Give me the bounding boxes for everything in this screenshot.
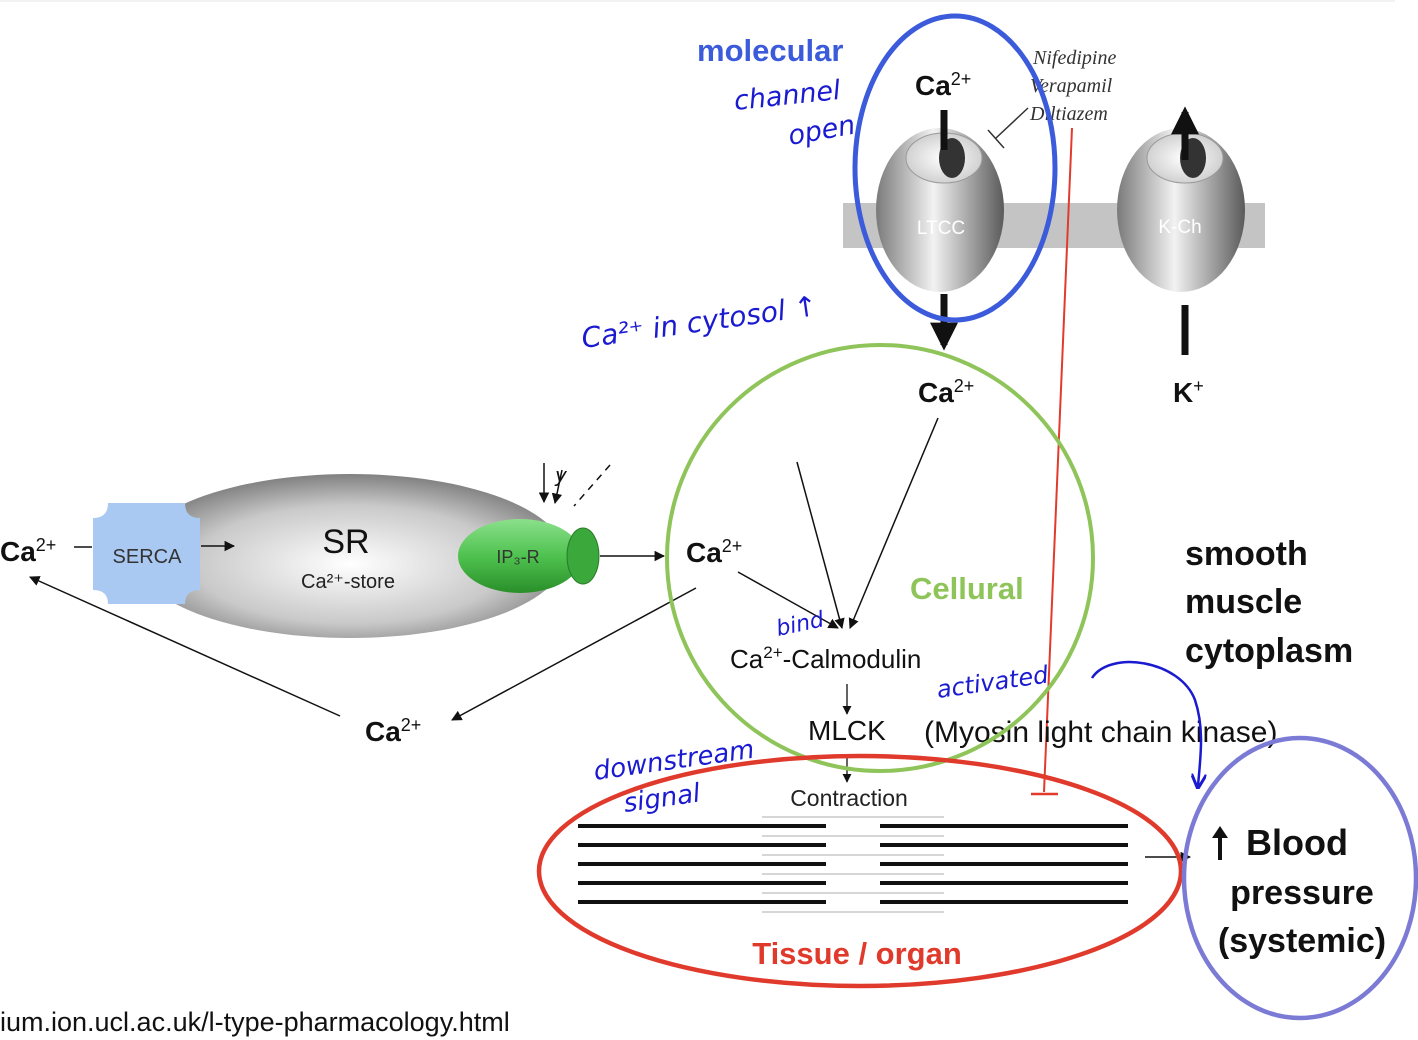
ca-left: Ca2+ [0,535,56,567]
systemic-line2: pressure [1230,874,1374,912]
ca-cytosolic: Ca2+ [918,376,974,408]
molecular-label: molecular [697,33,843,68]
myofilaments [578,816,1128,913]
ca-extracellular: Ca2+ [915,69,971,101]
kch-label: K-Ch [1158,217,1201,238]
drug-diltiazem: Diltiazem [1029,103,1108,125]
sr-store-label: Ca²⁺-store [301,571,395,593]
ca-release: Ca2+ [686,536,742,568]
tissue-label: Tissue / organ [752,936,962,971]
cellular-circle [665,343,1095,773]
ltcc-channel: LTCC [876,128,1004,292]
drug-verapamil: Verapamil [1030,75,1113,97]
k-ion: K+ [1173,376,1204,408]
ip3r-label: IP₃-R [496,547,539,567]
ip3-receptor: IP₃-R [458,519,600,593]
ink-open: open [786,110,858,152]
bp-up-arrow-icon [1212,826,1228,860]
reuptake-arrow-2 [29,576,341,717]
ip3-ink-mark: y [554,463,568,487]
systemic-line1: Blood [1246,822,1348,863]
ink-signal: signal [622,778,703,819]
mlck: MLCK [808,715,886,746]
smooth-line1: smooth [1185,535,1308,573]
serca-pump [93,503,200,604]
molecular-circle [852,13,1058,323]
ink-channel: channel [732,75,842,117]
reuptake-arrow-1 [451,587,697,721]
contraction-label: Contraction [790,785,908,811]
systemic-line3: (systemic) [1218,922,1386,960]
drug-inhibition-line [987,107,1029,149]
smooth-line3: cytoplasm [1185,632,1353,670]
serca-label: SERCA [113,546,183,568]
ca-calmodulin: Ca2+-Calmodulin [730,643,921,674]
mlck-full: (Myosin light chain kinase) [924,716,1277,749]
cellular-label: Cellural [910,571,1024,606]
k-channel: K-Ch [1117,128,1245,292]
sarcoplasmic-reticulum: SR Ca²⁺-store [135,474,565,638]
inhibitor-line [1043,127,1073,793]
ink-arrow-to-bp [1090,660,1201,786]
tissue-circle [536,753,1184,989]
smooth-line2: muscle [1185,583,1302,621]
ink-activated: activated [935,660,1051,703]
systemic-circle [1181,735,1418,1021]
ltcc-label: LTCC [917,218,965,239]
ink-ca-cytosol: Ca²⁺ in cytosol ↑ [579,289,819,355]
drug-nifedipine: Nifedipine [1032,47,1116,69]
ink-bind: bind [774,607,827,642]
source-url: ium.ion.ucl.ac.uk/l-type-pharmacology.ht… [0,1007,510,1037]
sr-label: SR [322,523,369,561]
ca-bottom: Ca2+ [365,715,421,747]
